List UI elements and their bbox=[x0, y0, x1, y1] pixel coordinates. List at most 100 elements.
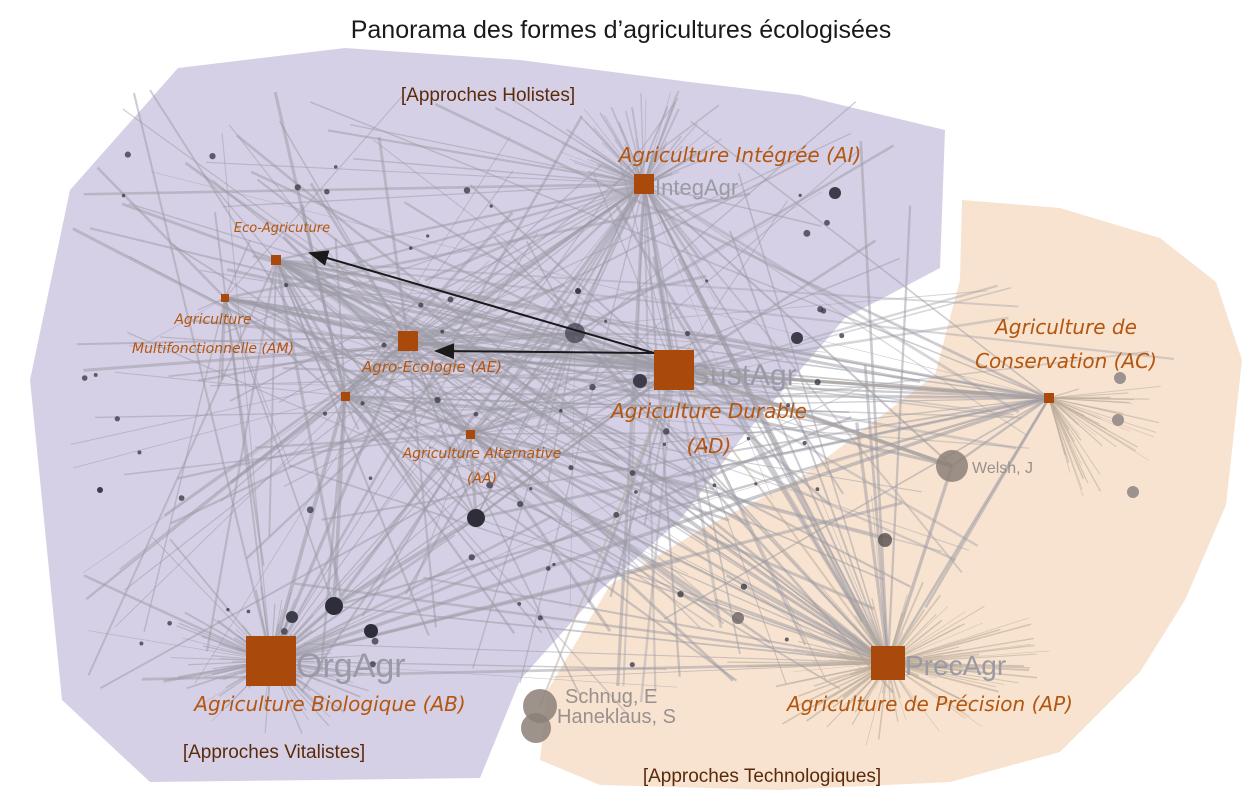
network-edge bbox=[729, 230, 889, 664]
network-edge bbox=[643, 183, 822, 227]
network-edge bbox=[333, 396, 1050, 608]
network-node bbox=[81, 375, 88, 381]
network-node bbox=[467, 509, 485, 527]
network-edge bbox=[220, 340, 409, 502]
network-edge bbox=[269, 395, 347, 662]
network-edge bbox=[270, 232, 539, 662]
node-AD bbox=[654, 350, 694, 390]
author-label-schnug: Schnug, E bbox=[565, 686, 657, 708]
network-edge bbox=[122, 108, 889, 664]
network-edge bbox=[887, 617, 1029, 664]
node-label-AD-line1: Agriculture Durable bbox=[609, 399, 807, 423]
node-code-integagr: IntegAgr bbox=[655, 175, 738, 200]
network-node bbox=[368, 476, 373, 481]
network-edge bbox=[407, 340, 1022, 419]
network-node bbox=[306, 506, 314, 514]
network-node bbox=[705, 279, 709, 283]
network-edge bbox=[1048, 397, 1070, 463]
network-edge bbox=[223, 183, 645, 208]
network-node bbox=[139, 641, 144, 646]
network-edge bbox=[432, 397, 1050, 471]
network-edge bbox=[1048, 397, 1154, 438]
network-edge bbox=[643, 123, 698, 185]
network-edge bbox=[855, 422, 890, 664]
network-edge bbox=[469, 183, 675, 371]
network-node bbox=[740, 583, 748, 590]
network-edge bbox=[194, 340, 409, 684]
network-edge bbox=[583, 108, 645, 185]
network-edge bbox=[407, 339, 749, 527]
network-edge bbox=[642, 183, 701, 259]
network-node bbox=[468, 554, 475, 561]
network-edge bbox=[643, 138, 722, 185]
network-node bbox=[1112, 414, 1124, 426]
network-node bbox=[517, 602, 522, 606]
network-edge bbox=[229, 183, 645, 402]
network-edge bbox=[887, 662, 1038, 679]
network-edge bbox=[407, 283, 566, 343]
network-edge bbox=[643, 91, 672, 185]
network-edge bbox=[224, 297, 335, 607]
node-label-AP: Agriculture de Précision (AP) bbox=[785, 692, 1073, 716]
network-edge bbox=[270, 660, 677, 688]
network-edge bbox=[270, 559, 680, 663]
network-node bbox=[803, 229, 811, 237]
network-edge bbox=[275, 259, 330, 389]
network-edge bbox=[370, 332, 576, 409]
network-node bbox=[463, 187, 471, 194]
network-edge bbox=[220, 297, 227, 381]
region-label-holistes: [Approches Holistes] bbox=[401, 85, 575, 106]
network-edge bbox=[469, 350, 623, 436]
network-node bbox=[712, 483, 717, 488]
node-AA bbox=[466, 430, 475, 439]
network-edge bbox=[579, 115, 645, 185]
network-edge bbox=[887, 662, 999, 693]
network-edge bbox=[469, 284, 998, 436]
network-node bbox=[517, 500, 524, 508]
author-label-haneklaus: Haneklaus, S bbox=[557, 706, 676, 728]
network-edge bbox=[406, 340, 478, 519]
network-node bbox=[294, 184, 301, 191]
network-edge bbox=[344, 395, 850, 414]
network-edge bbox=[343, 182, 645, 268]
network-edge bbox=[274, 259, 343, 596]
network-node bbox=[322, 411, 328, 416]
network-edge bbox=[228, 124, 471, 435]
network-edge bbox=[344, 395, 943, 553]
network-node bbox=[575, 288, 581, 294]
network-node bbox=[1127, 486, 1139, 498]
network-edge bbox=[643, 183, 844, 495]
network-edge bbox=[643, 183, 1027, 436]
network-edge bbox=[673, 369, 827, 682]
network-edge bbox=[327, 129, 645, 186]
network-node bbox=[634, 490, 638, 494]
network-edge bbox=[574, 332, 727, 338]
network-edge bbox=[407, 162, 604, 342]
network-edge bbox=[673, 369, 889, 664]
network-edge bbox=[309, 101, 1050, 399]
network-node bbox=[93, 373, 98, 377]
region-technologiques bbox=[540, 200, 1242, 790]
network-edge bbox=[859, 140, 890, 664]
network-node bbox=[280, 627, 288, 635]
network-edge bbox=[1048, 385, 1161, 399]
network-edge bbox=[270, 534, 456, 662]
network-edge bbox=[224, 296, 953, 468]
network-node bbox=[802, 440, 807, 446]
network-edge bbox=[205, 161, 645, 185]
network-edge bbox=[268, 259, 277, 537]
network-edge bbox=[1048, 397, 1083, 490]
network-node bbox=[434, 396, 441, 404]
network-node bbox=[325, 597, 343, 615]
network-node bbox=[1114, 372, 1126, 384]
network-edge bbox=[132, 92, 273, 662]
network-node bbox=[418, 302, 424, 308]
network-edge bbox=[114, 340, 409, 628]
network-edge bbox=[1048, 397, 1149, 461]
network-edge bbox=[124, 183, 645, 591]
network-edge bbox=[643, 183, 717, 303]
network-edge bbox=[643, 146, 716, 185]
network-edge bbox=[205, 259, 278, 652]
network-edge bbox=[344, 136, 511, 397]
network-edge bbox=[469, 350, 1149, 435]
